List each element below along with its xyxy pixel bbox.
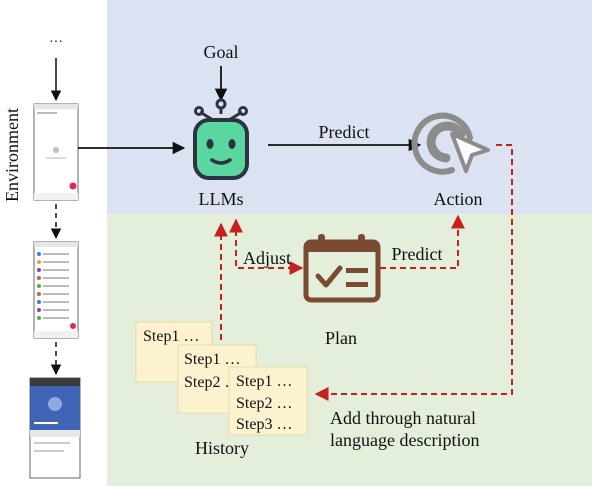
action-label: Action <box>434 189 483 209</box>
environment-label: Environment <box>2 108 22 202</box>
environment-ellipsis: ··· <box>49 35 63 50</box>
calendar-check-icon <box>303 234 381 303</box>
robot-icon <box>193 98 249 180</box>
predict-plan-label: Predict <box>392 244 443 264</box>
predict-action-label: Predict <box>319 122 370 142</box>
history-card-3-line-3: Step3 … <box>236 416 292 433</box>
feedback-line-1: Add through natural <box>330 408 476 428</box>
top-panel <box>107 0 592 214</box>
phone-screenshot-dialer <box>33 103 79 201</box>
phone-screenshot-contacts <box>33 241 79 339</box>
history-card-1-line-1: Step1 … <box>143 328 199 345</box>
history-card-2-line-1: Step1 … <box>184 351 240 368</box>
feedback-line-2: language description <box>330 430 479 450</box>
phone-screenshot-contact-detail <box>29 377 81 479</box>
plan-label: Plan <box>325 328 357 348</box>
history-label: History <box>195 438 249 458</box>
adjust-label: Adjust <box>243 248 291 268</box>
llm-label: LLMs <box>199 189 244 209</box>
history-card-2-line-2: Step2 … <box>184 374 240 391</box>
history-card-3-line-2: Step2 … <box>236 395 292 412</box>
cursor-click-icon <box>411 112 490 175</box>
goal-label: Goal <box>204 42 239 62</box>
history-card-3-line-1: Step1 … <box>236 373 292 390</box>
history-card-3: Step1 … Step2 … Step3 … <box>228 366 308 436</box>
